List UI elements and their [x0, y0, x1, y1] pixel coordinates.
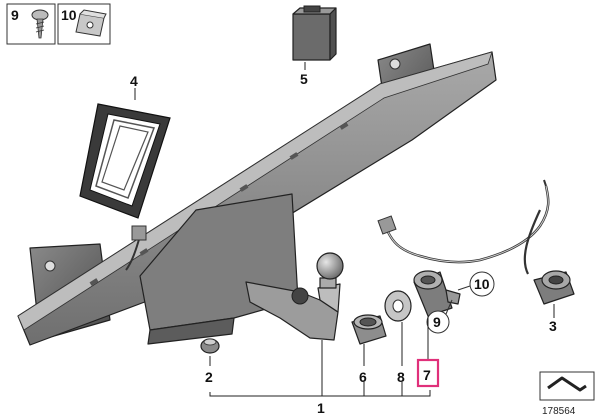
callout-9: 9 — [426, 299, 453, 334]
arrow-icon — [547, 376, 587, 392]
label-1: 1 — [317, 400, 325, 416]
legend-box-10: 10 — [57, 3, 111, 45]
legend-box-9: 9 — [6, 3, 56, 45]
part-8-washer — [384, 290, 412, 322]
part-5-control-module — [292, 5, 337, 61]
label-7: 7 — [423, 367, 431, 383]
label-5: 5 — [300, 71, 308, 87]
left-cable-connector — [125, 225, 147, 271]
part-6-socket — [351, 314, 387, 345]
label-4: 4 — [130, 73, 138, 89]
part-3-plug — [533, 270, 575, 305]
part-7-housing — [413, 270, 461, 317]
label-3: 3 — [549, 318, 557, 334]
label-8: 8 — [397, 369, 405, 385]
label-6: 6 — [359, 369, 367, 385]
label-2: 2 — [205, 369, 213, 385]
legend-label-9: 9 — [11, 7, 19, 23]
leader-lines — [209, 316, 431, 397]
label-9: 9 — [433, 314, 441, 330]
part-2-nut — [200, 338, 220, 354]
cable-harness — [377, 179, 550, 275]
part-1-tow-hook — [245, 252, 344, 341]
legend-label-10: 10 — [61, 7, 77, 23]
callout-10: 10 — [457, 271, 495, 297]
reference-number: 178564 — [542, 406, 576, 417]
screw-icon — [31, 9, 49, 39]
label-10: 10 — [474, 276, 490, 292]
clip-nut-icon — [75, 9, 107, 37]
orientation-icon-box — [539, 371, 595, 401]
part-4-gasket-frame — [79, 103, 171, 219]
highlight-box-7: 7 — [416, 358, 440, 388]
